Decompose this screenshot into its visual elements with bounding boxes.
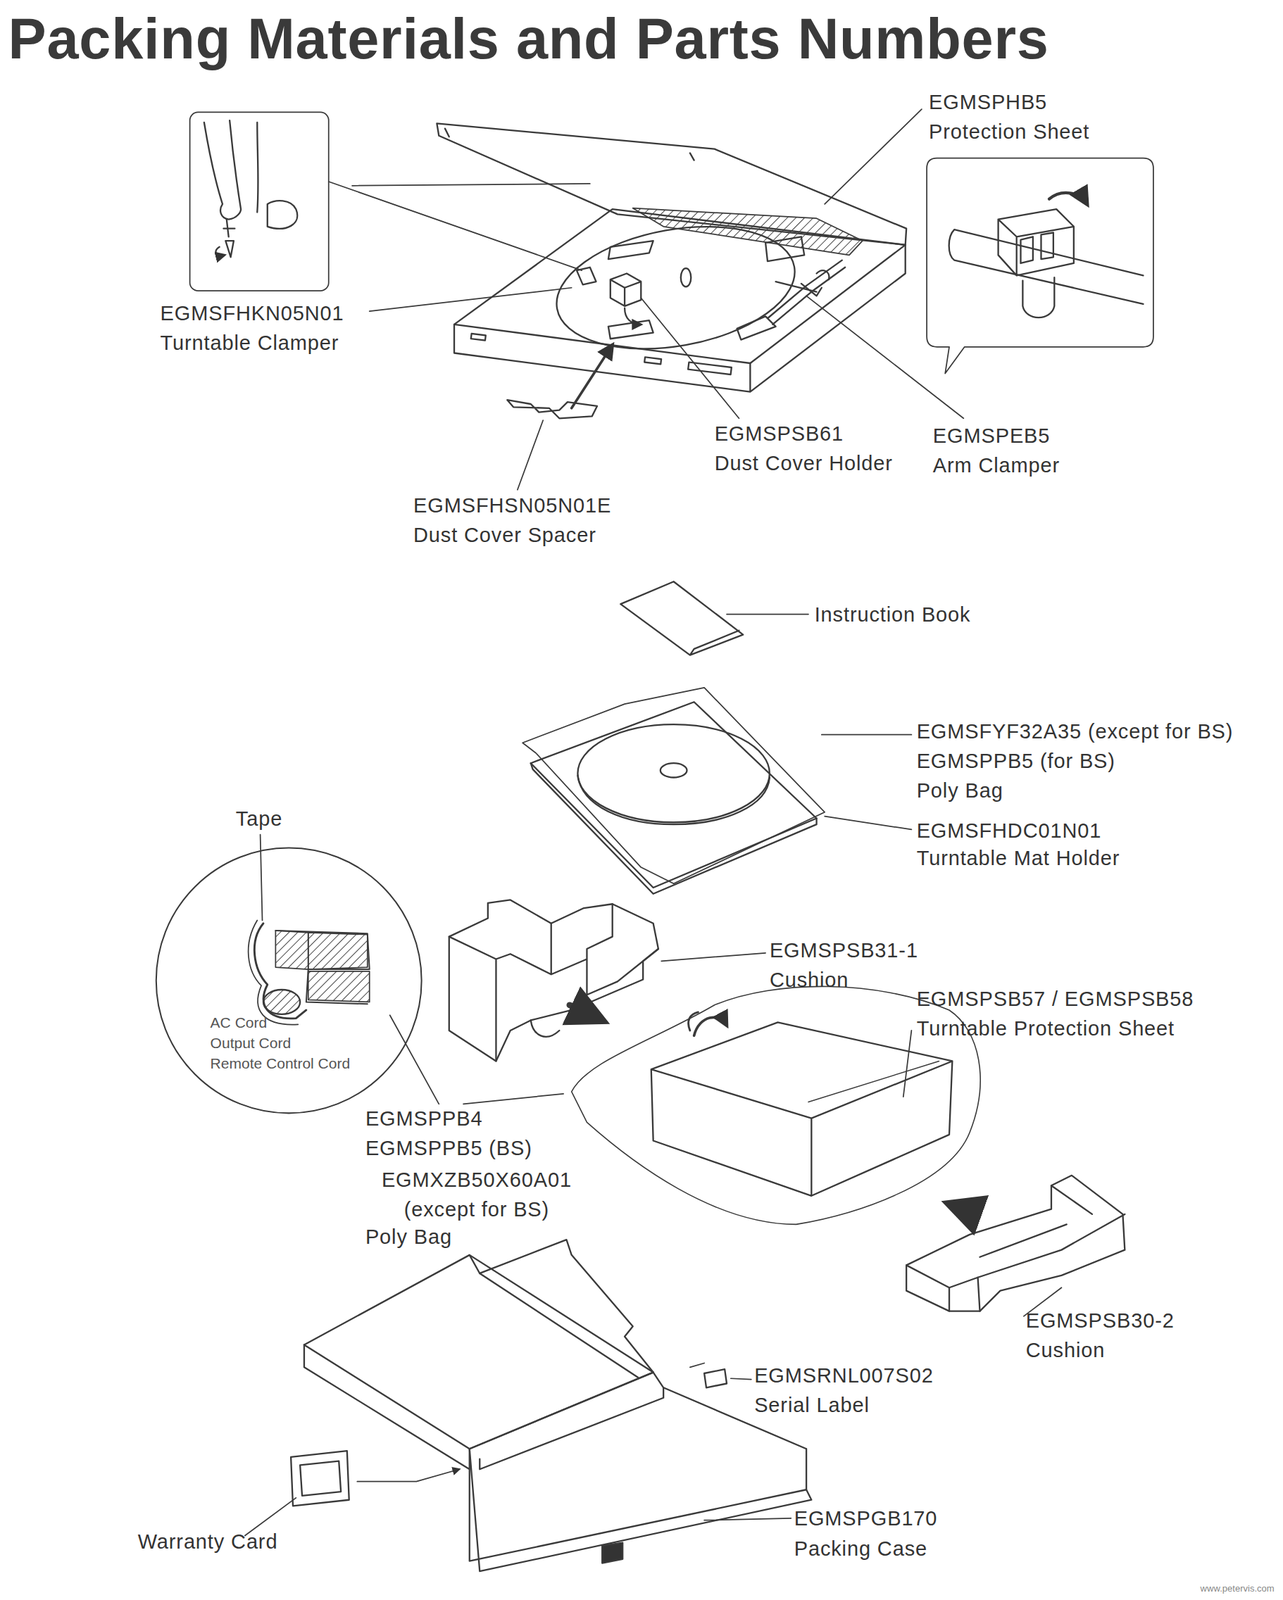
part-label: EGMSFHKN05N01 — [160, 301, 345, 327]
cord-name: Output Cord — [210, 1035, 292, 1053]
cord-name: AC Cord — [210, 1014, 268, 1033]
part-label: EGMSPPB5 (for BS) — [916, 749, 1116, 774]
part-label: Dust Cover Holder — [714, 451, 893, 477]
part-label: EGMSFYF32A35 (except for BS) — [916, 719, 1234, 745]
part-label: Protection Sheet — [928, 119, 1090, 145]
cord-name: Remote Control Cord — [210, 1055, 351, 1074]
part-label: Warranty Card — [138, 1530, 279, 1555]
part-label: Turntable Clamper — [160, 330, 340, 356]
part-label: EGMSPSB61 — [714, 421, 844, 447]
part-label: Instruction Book — [814, 602, 972, 627]
part-label: EGMXZB50X60A01 (except for BS) — [365, 1165, 588, 1225]
part-label: EGMSPHB5 — [928, 90, 1048, 115]
part-label: Poly Bag — [916, 778, 1004, 804]
part-label: EGMSPPB5 (BS) — [365, 1135, 533, 1161]
part-label: Poly Bag — [365, 1224, 453, 1250]
part-label: EGMSPGB170 — [794, 1506, 938, 1531]
part-label: EGMSPSB30-2 — [1025, 1308, 1175, 1333]
part-label: Arm Clamper — [933, 453, 1060, 479]
part-label: EGMSRNL007S02 — [754, 1363, 934, 1389]
part-label: Tape — [235, 806, 283, 831]
page-title: Packing Materials and Parts Numbers — [8, 4, 1050, 73]
part-label: EGMSPEB5 — [933, 423, 1050, 449]
part-label: Serial Label — [754, 1393, 870, 1419]
part-label: Dust Cover Spacer — [413, 522, 597, 548]
circle-outline — [154, 847, 423, 1115]
part-label: EGMSPSB31-1 — [769, 937, 919, 963]
part-label: EGMSFHSN05N01E — [413, 492, 612, 518]
watermark: www.petervis.com — [1200, 1584, 1275, 1596]
part-label: Cushion — [1025, 1337, 1105, 1363]
part-label: EGMSPSB57 / EGMSPSB58 — [916, 987, 1195, 1012]
part-label: Packing Case — [794, 1537, 928, 1562]
part-label: EGMSPPB4 — [365, 1106, 483, 1131]
part-label: Turntable Protection Sheet — [916, 1016, 1175, 1042]
part-label: Turntable Mat Holder — [916, 846, 1121, 872]
part-label: Cushion — [769, 967, 849, 993]
part-label: EGMSFHDC01N01 — [916, 818, 1103, 843]
detail-circle: AC CordOutput CordRemote Control Cord — [154, 847, 423, 1115]
